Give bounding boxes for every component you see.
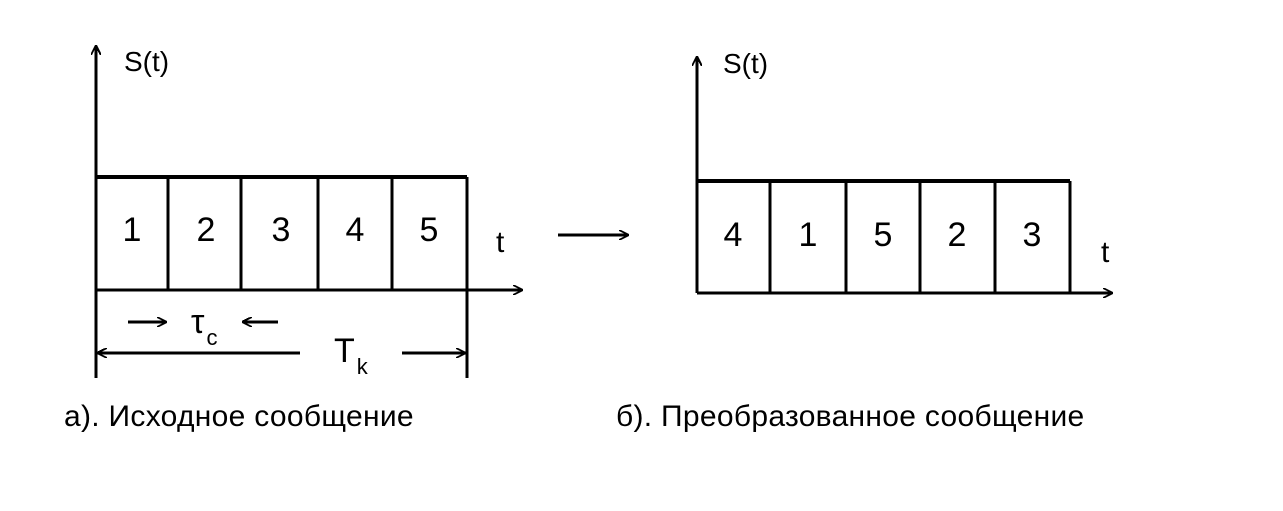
tau-subscript: c [206,325,218,350]
diagram-b-cell-5: 3 [1022,216,1042,254]
diagram-a-period-label: Tk [334,332,368,378]
diagram-a-caption: а). Исходное сообщение [64,400,414,433]
diagram-b-cell-4: 2 [947,216,967,254]
diagram-b-caption: б). Преобразованное сообщение [616,400,1085,433]
diagram-a-cell-4: 4 [345,211,365,249]
diagram-b-cell-3: 5 [873,216,893,254]
period-subscript: k [356,354,368,379]
diagram-b-cell-2: 1 [798,216,818,254]
diagram-b [697,57,1112,293]
diagram-b-cell-1: 4 [723,216,743,254]
diagram-a-y-axis-label: S(t) [124,46,170,77]
diagram-b-x-axis-label: t [1101,236,1110,269]
diagram-a-tau-label: τc [191,303,217,349]
diagram-a-cell-3: 3 [271,211,291,249]
diagram-a-cell-2: 2 [196,211,216,249]
tau-symbol: τ [191,303,205,341]
diagram-a [96,46,522,378]
period-symbol: T [334,332,355,370]
diagram-a-cell-1: 1 [122,211,142,249]
diagram-a-cell-5: 5 [419,211,439,249]
diagram-a-x-axis-label: t [496,226,505,259]
diagram-b-y-axis-label: S(t) [723,48,769,79]
